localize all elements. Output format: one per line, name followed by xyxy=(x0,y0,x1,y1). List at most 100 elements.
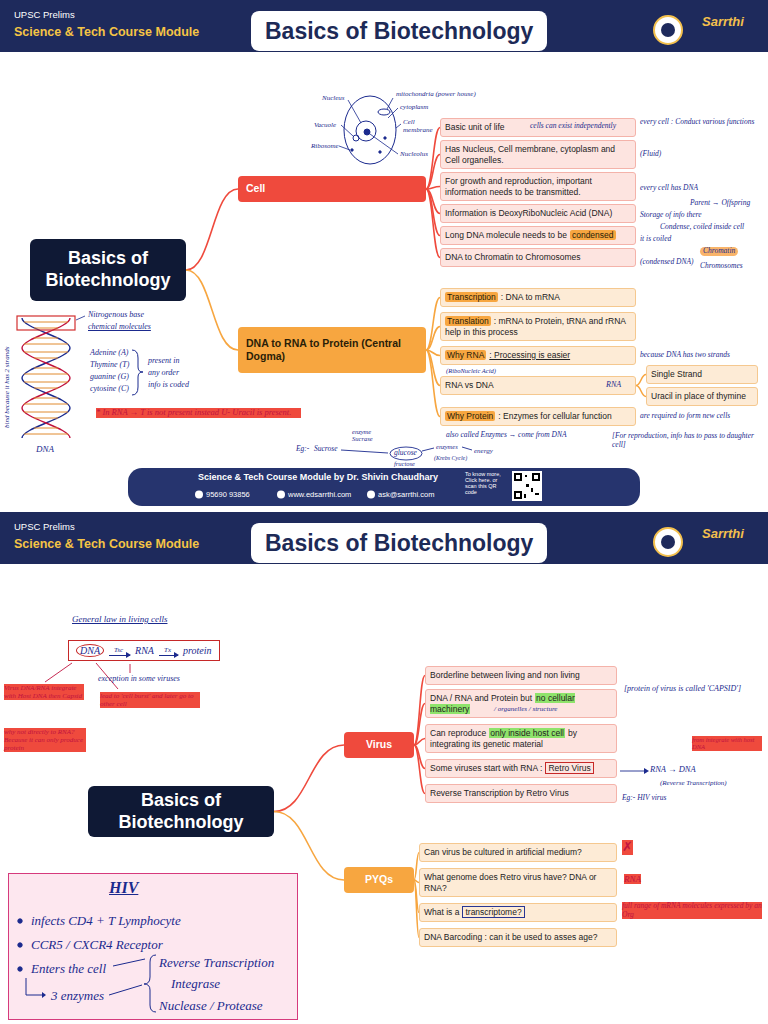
handwritten-note: fructose xyxy=(394,460,415,467)
branch-connector xyxy=(274,812,344,881)
topic-box: Why Protein: Enzymes for cellular functi… xyxy=(440,407,636,426)
branch-connector xyxy=(186,270,238,350)
qr-code xyxy=(512,471,542,501)
handwritten-note: Chromosomes xyxy=(700,262,743,271)
node-text: protein xyxy=(183,645,212,656)
node-text: RNA vs DNA xyxy=(445,380,494,390)
branch-connector xyxy=(426,189,440,258)
root-node: Basics of Biotechnology xyxy=(30,239,186,301)
handwritten-note: Condense, coiled inside cell xyxy=(660,223,744,232)
node-text: Science & Tech Course Module xyxy=(14,537,199,551)
node-text: condensed xyxy=(570,230,616,240)
topic-box: Can reproduceonly inside host cellby int… xyxy=(425,724,617,753)
handwritten-note: also called Enzymes → come from DNA xyxy=(446,431,567,440)
handwritten-note: (condensed DNA) xyxy=(640,258,694,267)
node-text: DNA to RNA to Protein (Central Dogma) xyxy=(246,337,418,363)
topic-box: What is atranscriptome? xyxy=(419,903,617,922)
node-text: Integrase xyxy=(171,977,220,992)
contact-icon xyxy=(277,491,285,499)
dna-helix xyxy=(24,434,68,435)
logo-wordmark: Sarrthi xyxy=(702,15,744,30)
handwritten-note: every cell : Conduct various functions xyxy=(640,118,764,127)
branch-connector xyxy=(636,386,646,397)
node-text: Retro Virus xyxy=(545,762,593,774)
dna-helix xyxy=(17,316,85,438)
handwritten-note: * In RNA → T is not present instead U- U… xyxy=(96,408,301,418)
node-text: UPSC Prelims xyxy=(14,9,75,20)
dna-helix xyxy=(34,388,58,389)
brand-logo xyxy=(654,16,682,556)
qr-code xyxy=(514,491,522,499)
cell-illustration xyxy=(344,96,396,164)
node-text: Reverse Transcription xyxy=(159,956,274,971)
dna-helix xyxy=(34,358,58,359)
handwritten-note: present in xyxy=(148,356,179,365)
hiv-sketch xyxy=(42,992,46,998)
branch-connector xyxy=(426,327,440,351)
node-text: Science & Tech Course Module xyxy=(14,25,199,39)
dna-helix xyxy=(24,412,68,413)
branch-connector xyxy=(186,189,238,270)
branch-connector xyxy=(414,676,425,746)
qr-code xyxy=(534,475,538,479)
handwritten-note: exception in some viruses xyxy=(98,674,180,683)
node-text: Can reproduce xyxy=(430,728,486,738)
branch-connector xyxy=(426,155,440,190)
branch-connector xyxy=(414,704,425,746)
handwritten-note: RNA xyxy=(606,380,621,389)
qr-code xyxy=(526,484,529,487)
node-text: PYQs xyxy=(365,873,393,886)
leader-line xyxy=(620,771,644,772)
node-text: Long DNA molecule needs to be xyxy=(445,230,567,240)
qr-code xyxy=(532,473,540,481)
node-text: ask@sarrthi.com xyxy=(378,490,434,499)
node-text: DNA to Chromatin to Chromosomes xyxy=(445,252,581,262)
handwritten-note: (RiboNucleic Acid) xyxy=(446,367,496,374)
node-text: 95690 93856 xyxy=(206,490,250,499)
footer-band: Science & Tech Course Module by Dr. Shiv… xyxy=(128,468,640,506)
node-text: Reverse Transcription by Retro Virus xyxy=(430,788,569,798)
node-text: transcriptome? xyxy=(462,906,524,918)
cell-illustration xyxy=(344,96,396,164)
branch-connector xyxy=(426,350,440,417)
branch-connector xyxy=(426,298,440,351)
handwritten-note: [protein of virus is called 'CAPSID'] xyxy=(624,684,762,693)
hiv-sketch xyxy=(109,985,142,995)
topic-box: DNA Barcoding : can it be used to asses … xyxy=(419,928,617,947)
handwritten-note: bind because it has 2 strands xyxy=(3,347,11,428)
handwritten-note: enzyme Sucrase xyxy=(352,428,388,443)
leader-line xyxy=(130,664,131,673)
topic-box: Some viruses start with RNA :Retro Virus xyxy=(425,759,617,778)
dna-helix xyxy=(17,316,75,330)
handwritten-note: glucose xyxy=(394,449,417,458)
handwritten-note: full range of mRNA molecules expressed b… xyxy=(622,902,762,919)
logo-wordmark: Sarrthi xyxy=(702,527,744,542)
contact-icon xyxy=(367,491,375,499)
node-text: Basics of Biotechnology xyxy=(265,18,533,45)
handwritten-note: energy xyxy=(474,447,493,455)
node-text: What genome does Retro virus have? DNA o… xyxy=(424,872,596,893)
node-text: : DNA to mRNA xyxy=(501,292,560,302)
branch-box: PYQs xyxy=(344,867,414,893)
handwritten-note: Nitrogenous base xyxy=(88,310,144,319)
leader-line xyxy=(339,98,401,154)
flow-box: DNATscRNATxprotein xyxy=(68,640,220,661)
node-text: Basics of Biotechnology xyxy=(34,248,182,291)
handwritten-note: chemical molecules xyxy=(88,322,151,331)
node-text: only inside host cell xyxy=(489,728,565,738)
topic-box: DNA / RNA and Protein butno cellular mac… xyxy=(425,689,617,718)
dna-helix xyxy=(24,382,68,383)
handwritten-note: Nucleus xyxy=(322,94,345,102)
node-text: Virus xyxy=(366,738,392,751)
handwritten-note: Adenine (A) xyxy=(90,348,128,357)
topic-box: Reverse Transcription by Retro Virus xyxy=(425,784,617,803)
node-text: RNA xyxy=(135,645,154,656)
reaction-sketch xyxy=(390,447,422,460)
leader-line xyxy=(370,134,398,154)
cell-illustration xyxy=(384,137,386,139)
hiv-sketch xyxy=(144,955,156,1012)
handwritten-note: Parent → Offspring xyxy=(690,199,750,208)
handwritten-note: General law in living cells xyxy=(72,614,167,624)
